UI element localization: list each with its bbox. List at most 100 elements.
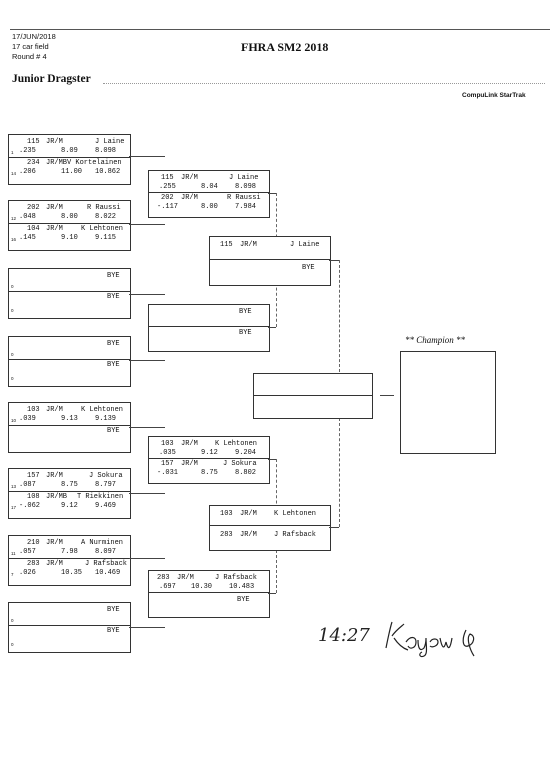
champion-label: ** Champion ** <box>405 335 466 345</box>
bracket-connector <box>339 260 340 372</box>
round1-match: BYE 0 BYE 0 <box>8 602 131 653</box>
car-class: JR/M <box>181 440 198 448</box>
bracket-connector <box>129 360 165 361</box>
reaction-time: .035 <box>159 449 176 457</box>
round1-match: BYE 0 BYE 0 <box>8 268 131 319</box>
class-title: Junior Dragster <box>12 73 91 85</box>
reaction-time: .255 <box>159 183 176 191</box>
bracket-connector <box>129 156 165 157</box>
lane-number: 10 <box>11 418 17 423</box>
dial-time: 8.098 <box>95 147 117 155</box>
driver-name: BYE <box>107 627 120 635</box>
driver-name: BYE <box>107 427 120 435</box>
dial-time: 8.802 <box>235 469 257 477</box>
elapsed-time: 9.10 <box>61 234 78 242</box>
entry-divider <box>9 223 130 224</box>
bracket-connector <box>129 493 165 494</box>
car-number: 234 <box>27 159 40 167</box>
car-class: JR/M <box>177 574 194 582</box>
car-number: 210 <box>27 539 40 547</box>
signature-stroke <box>385 621 475 658</box>
elapsed-time: 8.00 <box>201 203 218 211</box>
elapsed-time: 8.75 <box>201 469 218 477</box>
bracket-connector <box>129 558 165 559</box>
car-class: JR/M <box>46 560 63 568</box>
driver-name: K Lehtonen <box>81 225 124 233</box>
driver-name: BYE <box>302 264 315 272</box>
car-number: 115 <box>161 174 174 182</box>
car-number: 157 <box>27 472 40 480</box>
entry-divider <box>149 326 269 327</box>
driver-name: K Lehtonen <box>81 406 124 414</box>
dial-time: 10.862 <box>95 168 121 176</box>
header-rule <box>10 29 550 30</box>
lane-number: 0 <box>11 642 14 647</box>
bracket-connector <box>129 427 165 428</box>
round1-match: 157 JR/M J Sokura 13 .087 8.75 8.797 108… <box>8 468 131 519</box>
entry-divider <box>149 458 269 459</box>
driver-name: BYE <box>239 329 252 337</box>
bracket-connector <box>329 527 339 528</box>
dial-time: 8.098 <box>235 183 257 191</box>
dial-time: 8.022 <box>95 213 117 221</box>
car-class: JR/M <box>181 460 198 468</box>
car-number: 108 <box>27 493 40 501</box>
reaction-time: -.117 <box>157 203 179 211</box>
elapsed-time: 11.00 <box>61 168 83 176</box>
final-match <box>253 373 373 419</box>
elapsed-time: 8.00 <box>61 213 78 221</box>
elapsed-time: 9.12 <box>61 502 78 510</box>
elapsed-time: 9.12 <box>201 449 218 457</box>
entry-divider <box>9 425 130 426</box>
brand-label: CompuLink StarTrak <box>462 92 526 99</box>
lane-number: 7 <box>11 572 14 577</box>
driver-name: BYE <box>237 596 250 604</box>
round1-match: 210 JR/M A Nurminen 11 .057 7.98 8.097 2… <box>8 535 131 586</box>
driver-name: J Rafsback <box>274 531 317 539</box>
round1-match: 202 JR/M R Raussi 12 .048 8.00 8.022 104… <box>8 200 131 251</box>
champion-box <box>400 351 496 454</box>
bracket-connector <box>129 627 165 628</box>
lane-number: 0 <box>11 618 14 623</box>
driver-name: A Nurminen <box>81 539 124 547</box>
entry-divider <box>9 491 130 492</box>
bracket-connector <box>129 294 165 295</box>
reaction-time: .087 <box>19 481 36 489</box>
reaction-time: -.062 <box>19 502 41 510</box>
round-number: Round # 4 <box>12 52 47 61</box>
car-number: 115 <box>27 138 40 146</box>
lane-number: 11 <box>11 551 16 556</box>
reaction-time: .048 <box>19 213 36 221</box>
bracket-connector <box>268 593 276 594</box>
bracket-connector <box>329 260 339 261</box>
reaction-time: .145 <box>19 234 36 242</box>
driver-name: K Lehtonen <box>274 510 317 518</box>
dial-time: 8.097 <box>95 548 117 556</box>
dial-time: 9.469 <box>95 502 117 510</box>
entry-divider <box>9 625 130 626</box>
reaction-time: -.031 <box>157 469 179 477</box>
car-class: JR/M <box>181 194 198 202</box>
entry-divider <box>9 558 130 559</box>
round2-match: 103 JR/M K Lehtonen .035 9.12 9.204 157 … <box>148 436 270 484</box>
dial-time: 9.139 <box>95 415 117 423</box>
elapsed-time: 7.98 <box>61 548 78 556</box>
elapsed-time: 10.30 <box>191 583 213 591</box>
car-number: 157 <box>161 460 174 468</box>
elapsed-time: 9.13 <box>61 415 78 423</box>
car-number: 103 <box>161 440 174 448</box>
entry-divider <box>254 395 372 396</box>
driver-name: J Rafsback <box>85 560 128 568</box>
lane-number: 0 <box>11 284 14 289</box>
driver-name: BYE <box>107 340 120 348</box>
driver-name: BYE <box>107 293 120 301</box>
driver-name: BYE <box>107 606 120 614</box>
reaction-time: .206 <box>19 168 36 176</box>
lane-number: 17 <box>11 505 17 510</box>
bracket-connector <box>268 459 276 460</box>
driver-name: BYE <box>107 272 120 280</box>
round2-match: 115 JR/M J Laine .255 8.04 8.098 202 JR/… <box>148 170 270 218</box>
entry-divider <box>210 525 330 526</box>
driver-name: J Sokura <box>89 472 123 480</box>
entry-divider <box>9 359 130 360</box>
